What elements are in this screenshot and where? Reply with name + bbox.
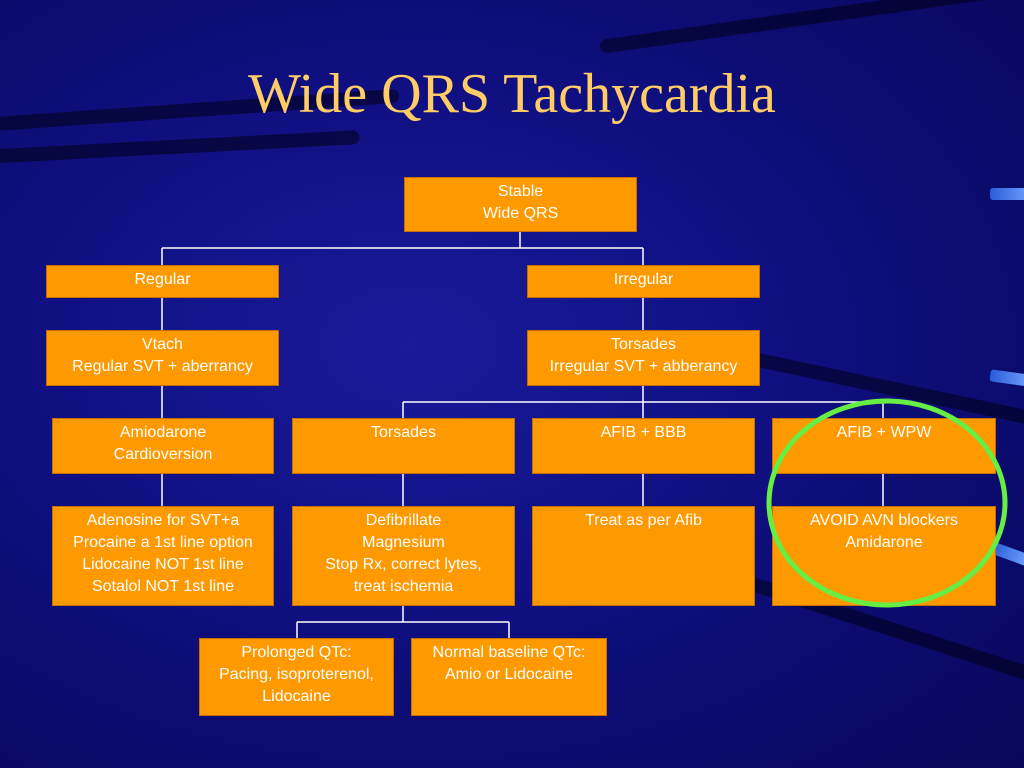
node-torsades: Torsades [292, 418, 515, 474]
slide-title: Wide QRS Tachycardia [248, 63, 776, 125]
highlight-circle [766, 398, 1008, 608]
node-irregular: Irregular [527, 265, 760, 298]
node-regular: Regular [46, 265, 279, 298]
node-prolonged-qtc: Prolonged QTc:Pacing, isoproterenol,Lido… [199, 638, 394, 716]
edge-accent [990, 188, 1024, 200]
node-afib-bbb: AFIB + BBB [532, 418, 755, 474]
node-treat-as-afib: Treat as per Afib [532, 506, 755, 606]
node-normal-qtc: Normal baseline QTc:Amio or Lidocaine [411, 638, 607, 716]
